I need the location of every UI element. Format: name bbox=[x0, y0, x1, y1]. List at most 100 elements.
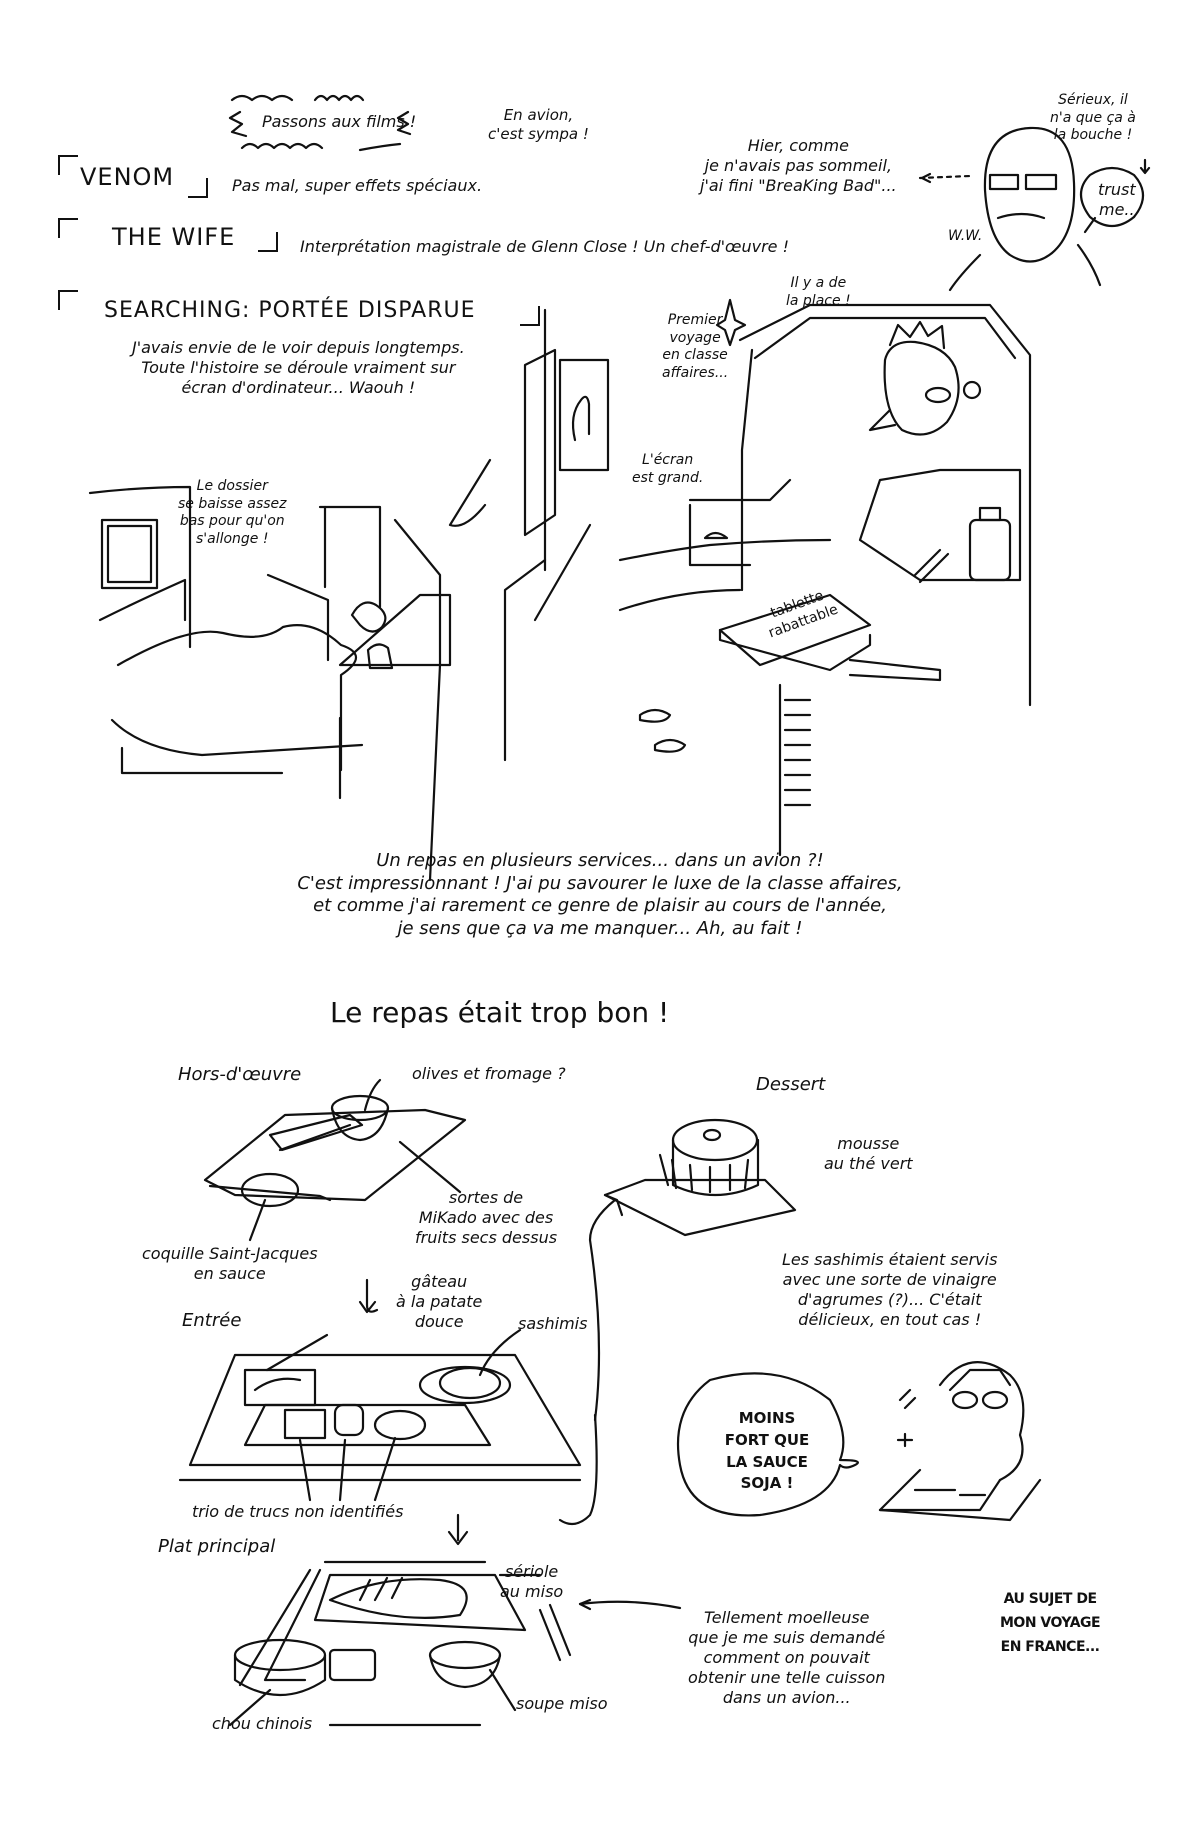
note-line: Tellement moelleuse bbox=[703, 1608, 870, 1627]
caption-line: Le dossier bbox=[196, 478, 268, 494]
bracket-close-icon bbox=[258, 232, 278, 252]
plat-principal-tray bbox=[228, 1560, 572, 1727]
caption-line: s'allonge ! bbox=[195, 530, 269, 547]
label-chou: chou chinois bbox=[212, 1714, 313, 1733]
note-line: d'agrumes (?)... C'était bbox=[797, 1290, 982, 1309]
note-line: comment on pouvait bbox=[703, 1648, 870, 1667]
series-caption-line: MON VOYAGE bbox=[1000, 1614, 1101, 1631]
meal-intro-line: je sens que ça va me manquer... Ah, au f… bbox=[397, 917, 803, 939]
label-line: douce bbox=[414, 1312, 464, 1331]
label-entree: Entrée bbox=[182, 1310, 242, 1331]
ecran-caption: L'écran est grand. bbox=[632, 452, 703, 487]
breaking-bad-line: je n'avais pas sommeil, bbox=[704, 156, 892, 175]
bracket-close-icon bbox=[188, 178, 208, 198]
label-coquille: coquille Saint-Jacques en sauce bbox=[142, 1244, 318, 1284]
bracket-open-icon bbox=[58, 155, 78, 175]
caption-line: voyage bbox=[669, 329, 721, 346]
hors-doeuvre-tray bbox=[203, 1078, 467, 1242]
walter-white-sketch bbox=[918, 126, 1151, 292]
label-line: au miso bbox=[500, 1582, 564, 1601]
label-line: sortes de bbox=[448, 1188, 524, 1207]
label-dessert: Dessert bbox=[756, 1074, 826, 1095]
bracket-open-icon bbox=[58, 218, 78, 238]
movie-title-the-wife: THE WIFE bbox=[112, 223, 236, 251]
meal-intro-line: et comme j'ai rarement ce genre de plais… bbox=[313, 895, 887, 916]
movie-comment-the-wife: Interprétation magistrale de Glenn Close… bbox=[300, 237, 789, 256]
label-line: MiKado avec des bbox=[418, 1208, 554, 1227]
ww-aside: Sérieux, il n'a que ça à la bouche ! bbox=[1050, 92, 1136, 145]
cabin-left-scene bbox=[88, 458, 492, 882]
comment-line: écran d'ordinateur... Waouh ! bbox=[181, 378, 416, 397]
comment-line: J'avais envie de le voir depuis longtemp… bbox=[132, 338, 465, 357]
breaking-bad-line: j'ai fini "BreaKing Bad"... bbox=[700, 176, 897, 195]
caption-line: L'écran bbox=[642, 452, 694, 468]
sauce-character bbox=[676, 1361, 1042, 1522]
label-line: fruits secs dessus bbox=[415, 1228, 558, 1247]
caption-line: en classe bbox=[662, 347, 728, 363]
sashimi-note: Les sashimis étaient servis avec une sor… bbox=[782, 1250, 997, 1330]
note-line: que je me suis demandé bbox=[688, 1628, 886, 1647]
movie-title-venom: VENOM bbox=[80, 163, 175, 191]
series-caption: AU SUJET DE MON VOYAGE EN FRANCE... bbox=[1000, 1588, 1101, 1659]
label-line: coquille Saint-Jacques bbox=[142, 1244, 318, 1263]
caption-line: Il y a de bbox=[790, 275, 847, 291]
bracket-close-icon bbox=[520, 306, 540, 326]
caption-line: Premier bbox=[667, 312, 723, 328]
cabin-left-caption: Le dossier se baisse assez bas pour qu'o… bbox=[178, 478, 287, 548]
aside-avion-line: c'est sympa ! bbox=[488, 124, 589, 143]
sauce-speech-bubble: MOINS FORT QUE LA SAUCE SOJA ! bbox=[712, 1408, 822, 1495]
label-hors-doeuvre: Hors-d'œuvre bbox=[178, 1064, 302, 1085]
breaking-bad-line: Hier, comme bbox=[747, 136, 849, 155]
series-caption-line: AU SUJET DE bbox=[1003, 1591, 1097, 1607]
ww-initials: W.W. bbox=[948, 228, 983, 244]
caption-line: se baisse assez bbox=[178, 495, 287, 512]
label-gateau: gâteau à la patate douce bbox=[396, 1272, 482, 1332]
spiky-bubble-films bbox=[228, 94, 412, 152]
label-sashimis: sashimis bbox=[518, 1314, 588, 1333]
big-arrow-to-dessert bbox=[558, 1193, 624, 1526]
label-line: gâteau bbox=[411, 1272, 468, 1291]
movie-comment-searching: J'avais envie de le voir depuis longtemp… bbox=[132, 338, 465, 398]
ww-aside-line: Sérieux, il bbox=[1058, 92, 1128, 108]
label-olives: olives et fromage ? bbox=[412, 1064, 566, 1083]
bubble-line: MOINS bbox=[738, 1409, 796, 1427]
bubble-films: Passons aux films ! bbox=[262, 112, 417, 131]
entree-tray bbox=[178, 1328, 582, 1502]
note-line: délicieux, en tout cas ! bbox=[798, 1310, 982, 1329]
comment-line: Toute l'histoire se déroule vraiment sur bbox=[141, 358, 456, 377]
dessert-cake bbox=[603, 1118, 797, 1237]
meal-intro-line: C'est impressionnant ! J'ai pu savourer … bbox=[297, 872, 903, 894]
note-line: Les sashimis étaient servis bbox=[782, 1250, 998, 1269]
caption-line: la place ! bbox=[786, 292, 851, 309]
trust-me-bubble: trust me.. bbox=[1098, 180, 1136, 220]
series-caption-line: EN FRANCE... bbox=[1000, 1638, 1100, 1655]
ww-aside-line: la bouche ! bbox=[1053, 127, 1133, 143]
note-line: avec une sorte de vinaigre bbox=[782, 1270, 997, 1289]
movie-title-searching: SEARCHING: PORTÉE DISPARUE bbox=[104, 298, 476, 323]
meal-intro: Un repas en plusieurs services... dans u… bbox=[0, 850, 1200, 940]
label-line: en sauce bbox=[193, 1264, 266, 1283]
moelleuse-note: Tellement moelleuse que je me suis deman… bbox=[688, 1608, 885, 1708]
ww-aside-line: n'a que ça à bbox=[1050, 109, 1136, 126]
label-mousse: mousse au thé vert bbox=[824, 1134, 913, 1174]
bracket-open-icon bbox=[58, 290, 78, 310]
note-line: dans un avion... bbox=[722, 1688, 851, 1707]
caption-line: bas pour qu'on bbox=[179, 513, 285, 529]
down-arrows bbox=[358, 1278, 469, 1546]
bubble-line: FORT QUE bbox=[724, 1430, 810, 1449]
breaking-bad-text: Hier, comme je n'avais pas sommeil, j'ai… bbox=[700, 136, 897, 196]
trust-me-line: me.. bbox=[1099, 200, 1135, 219]
label-line: sériole bbox=[504, 1562, 559, 1581]
meal-headline: Le repas était trop bon ! bbox=[330, 996, 670, 1029]
aside-avion-line: En avion, bbox=[503, 106, 574, 124]
bubble-line: LA SAUCE bbox=[726, 1452, 808, 1471]
label-trio: trio de trucs non identifiés bbox=[192, 1502, 404, 1521]
trust-me-line: trust bbox=[1098, 180, 1136, 199]
cabin-right-scene bbox=[503, 298, 1032, 857]
place-caption: Il y a de la place ! bbox=[786, 275, 851, 310]
aside-avion: En avion, c'est sympa ! bbox=[488, 106, 589, 144]
label-line: mousse bbox=[837, 1134, 900, 1153]
note-line: obtenir une telle cuisson bbox=[688, 1668, 886, 1687]
label-seriole: sériole au miso bbox=[500, 1562, 563, 1602]
bubble-line: SOJA ! bbox=[740, 1474, 794, 1493]
